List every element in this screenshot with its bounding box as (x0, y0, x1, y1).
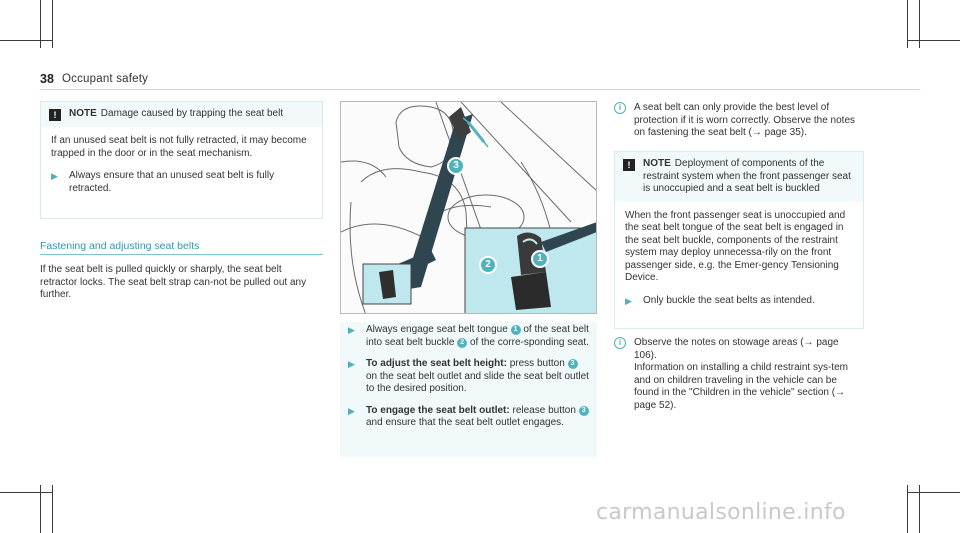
crop-mark (908, 492, 960, 493)
info-text-child-restraint: Information on installing a child restra… (634, 362, 848, 411)
info-text: A seat belt can only provide the best le… (634, 102, 856, 138)
step-arrow-icon: ▶ (348, 325, 355, 335)
callout-badge: 2 (457, 337, 468, 348)
warning-exclamation-icon: ! (623, 159, 635, 171)
notice-body: When the front passenger seat is unoccup… (615, 202, 863, 316)
info-note-bottom: i Observe the notes on stowage areas (→ … (614, 337, 864, 412)
section-title: Fastening and adjusting seat belts (40, 240, 200, 252)
instruction-steps: ▶ Always engage seat belt tongue 1 of th… (340, 322, 597, 457)
crop-mark (919, 0, 920, 48)
info-text-stowage: Observe the notes on stowage areas (→ pa… (634, 337, 839, 361)
section-rule (40, 254, 323, 255)
step-adjust-height: ▶ To adjust the seat belt height: press … (348, 358, 589, 396)
notice-step: ▶ Only buckle the seat belts as intended… (625, 295, 853, 308)
step-text: and ensure that the seat belt outlet eng… (366, 417, 564, 428)
callout-3: 3 (447, 157, 465, 175)
crop-mark (40, 485, 41, 533)
info-icon: i (614, 337, 626, 349)
page-number: 38 (40, 72, 54, 86)
warning-exclamation-icon: ! (49, 109, 61, 121)
header-rule (40, 89, 920, 90)
notice-body: If an unused seat belt is not fully retr… (41, 127, 322, 203)
step-engage-tongue: ▶ Always engage seat belt tongue 1 of th… (348, 324, 589, 349)
running-header: Occupant safety (62, 73, 149, 85)
callout-badge: 1 (510, 325, 521, 335)
notice-label: NOTE (643, 158, 671, 169)
notice-step-text: Only buckle the seat belts as intended. (643, 294, 815, 306)
step-text: on the seat belt outlet and slide the se… (366, 370, 589, 395)
step-arrow-icon: ▶ (625, 295, 632, 306)
step-text: Always engage seat belt tongue (366, 324, 511, 335)
crop-mark (907, 485, 908, 533)
notice-title: Deployment of components of the restrain… (643, 158, 851, 194)
step-arrow-icon: ▶ (348, 359, 355, 369)
callout-1: 1 (531, 250, 549, 268)
step-text: of the seat belt into seat belt buckle (366, 324, 589, 348)
notice-text: If an unused seat belt is not fully retr… (51, 135, 307, 159)
info-icon: i (614, 102, 626, 114)
step-lead: To engage the seat belt outlet: (366, 404, 510, 416)
step-text: of the corre-sponding seat. (467, 336, 589, 348)
crop-mark (0, 40, 52, 41)
watermark: carmanualsonline.info (596, 500, 846, 525)
notice-text: When the front passenger seat is unoccup… (625, 209, 846, 284)
intro-paragraph: If the seat belt is pulled quickly or sh… (40, 264, 307, 300)
notice-label: NOTE (69, 108, 97, 119)
illustration-svg (341, 102, 596, 313)
crop-mark (908, 40, 960, 41)
step-arrow-icon: ▶ (51, 171, 58, 181)
step-text: press button (506, 358, 568, 369)
crop-mark (52, 485, 53, 533)
crop-mark (40, 0, 41, 48)
callout-2: 2 (479, 256, 497, 274)
crop-mark (919, 485, 920, 533)
info-note-top: i A seat belt can only provide the best … (614, 102, 864, 140)
callout-badge: 3 (578, 405, 589, 416)
notice-step-text: Always ensure that an unused seat belt i… (69, 170, 275, 194)
step-lead: To adjust the seat belt height: (366, 358, 507, 369)
step-text: release button (509, 404, 579, 416)
crop-mark (52, 0, 53, 48)
callout-badge: 3 (567, 359, 578, 369)
step-arrow-icon: ▶ (348, 405, 355, 416)
notice-title: Damage caused by trapping the seat belt (100, 108, 284, 119)
seat-belt-illustration: 3 2 1 (340, 101, 597, 314)
crop-mark (907, 0, 908, 48)
step-engage-outlet: ▶ To engage the seat belt outlet: releas… (348, 405, 589, 430)
notice-step: ▶ Always ensure that an unused seat belt… (51, 170, 312, 195)
crop-mark (0, 492, 52, 493)
